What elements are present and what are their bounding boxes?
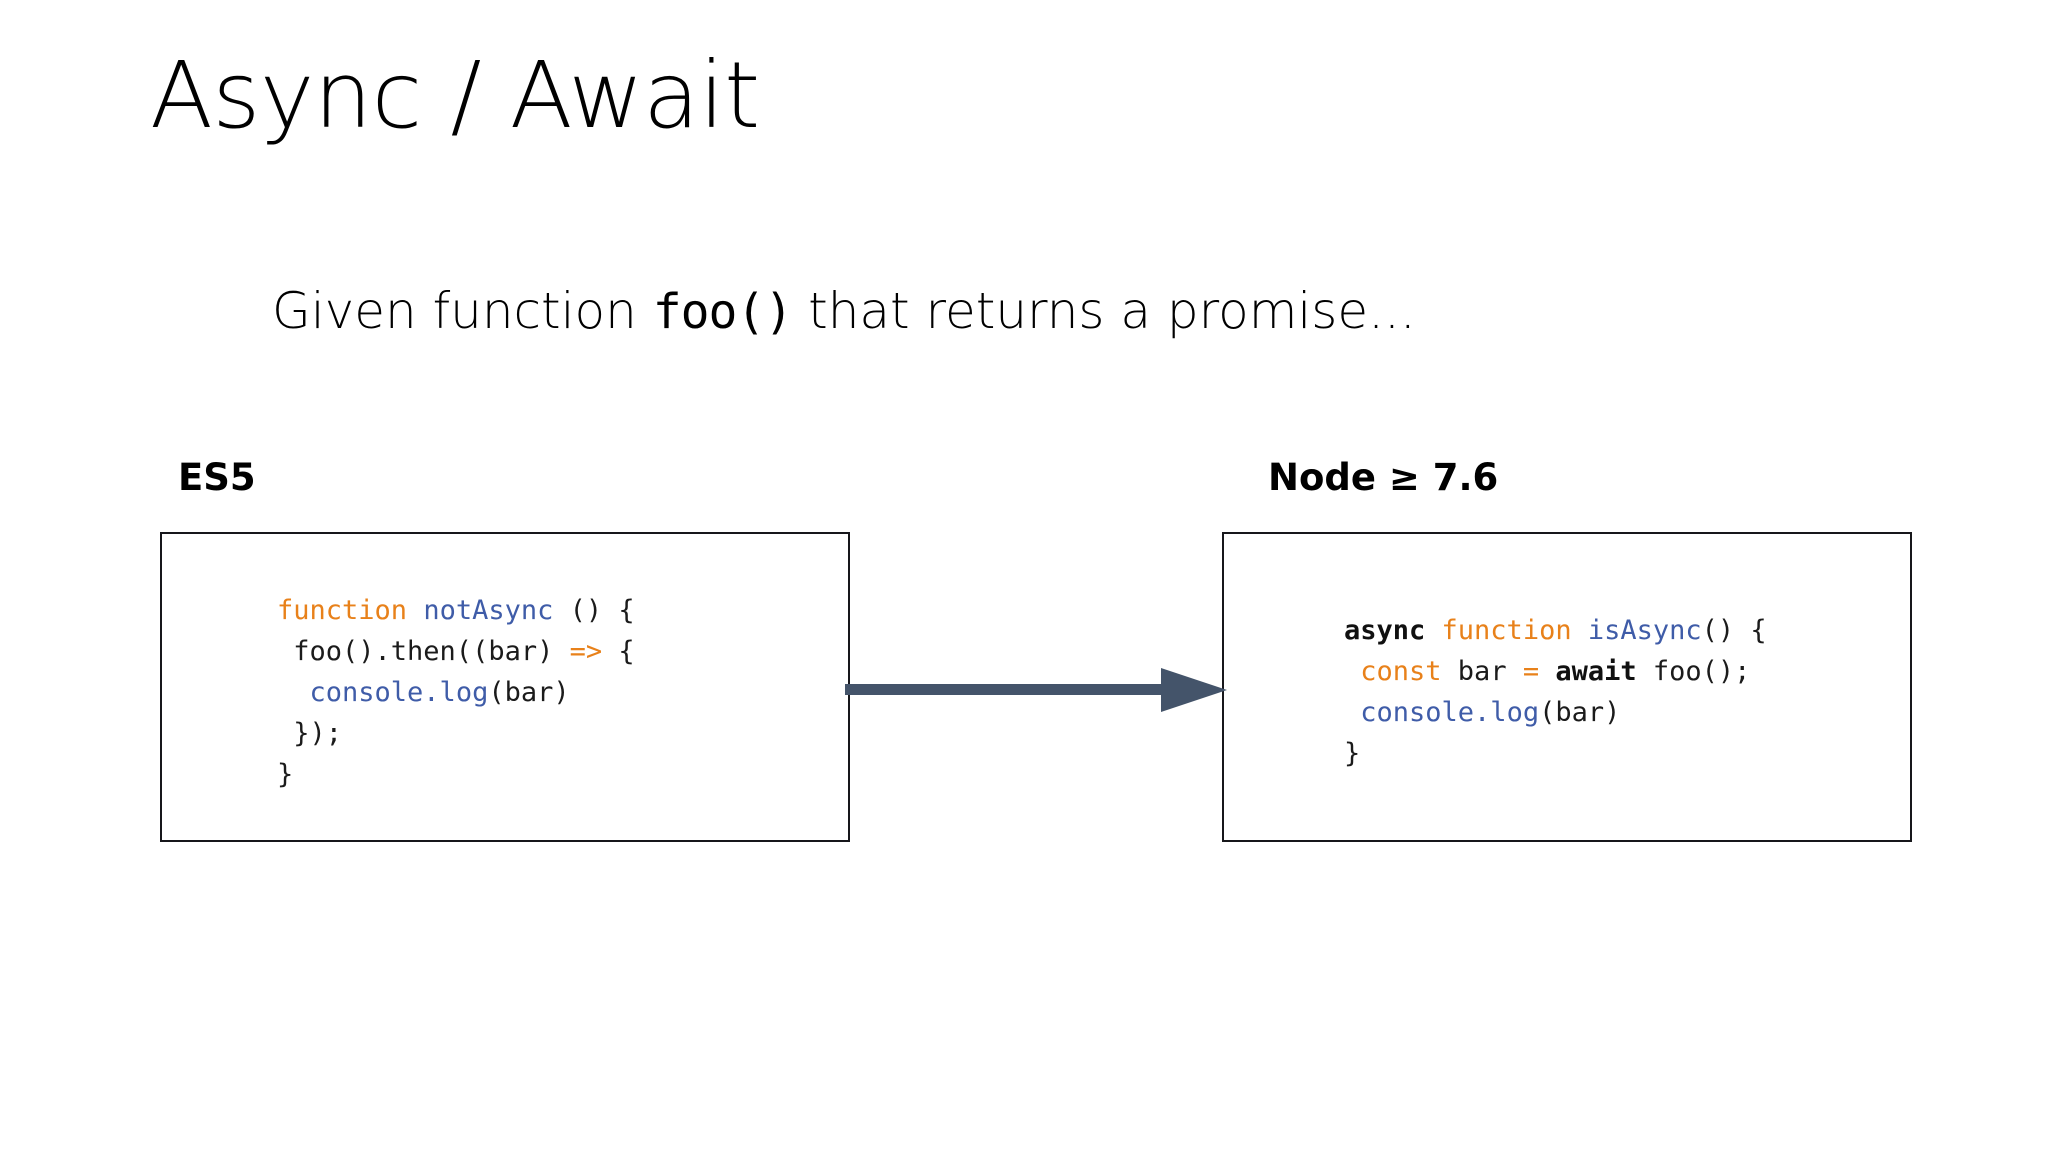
code-token-operator: = bbox=[1522, 656, 1540, 687]
code-line: const bar = await foo(); bbox=[1344, 651, 1767, 692]
arrow-shaft bbox=[845, 684, 1175, 695]
code-token-plain bbox=[1344, 656, 1360, 687]
code-token-operator: => bbox=[569, 636, 603, 667]
code-token-strong: async bbox=[1344, 615, 1426, 646]
subtitle-text-before: Given function bbox=[272, 282, 653, 340]
code-line: function notAsync () { bbox=[277, 590, 635, 631]
arrow-shape bbox=[845, 668, 1227, 712]
code-token-plain: foo(); bbox=[1636, 656, 1751, 687]
code-token-plain: } bbox=[277, 759, 294, 790]
subtitle-text-after: that returns a promise... bbox=[792, 282, 1416, 340]
code-line: } bbox=[277, 754, 635, 795]
code-line: console.log(bar) bbox=[277, 672, 635, 713]
code-token-plain bbox=[1344, 697, 1360, 728]
code-token-function: console.log bbox=[1360, 697, 1540, 728]
code-line: console.log(bar) bbox=[1344, 692, 1767, 733]
column-label-es5: ES5 bbox=[178, 456, 256, 499]
code-token-plain: (bar) bbox=[488, 677, 570, 708]
code-token-keyword: const bbox=[1360, 656, 1442, 687]
code-token-plain bbox=[1539, 656, 1555, 687]
code-block-es5: function notAsync () { foo().then((bar) … bbox=[277, 590, 635, 795]
code-line: foo().then((bar) => { bbox=[277, 631, 635, 672]
code-token-function: console.log bbox=[309, 677, 489, 708]
code-line: async function isAsync() { bbox=[1344, 610, 1767, 651]
code-token-plain: foo().then((bar) bbox=[277, 636, 570, 667]
code-box-es5: function notAsync () { foo().then((bar) … bbox=[160, 532, 850, 842]
flow-arrow-icon bbox=[845, 668, 1227, 712]
code-token-plain: () { bbox=[553, 595, 635, 626]
code-token-strong: await bbox=[1555, 656, 1637, 687]
column-label-node: Node ≥ 7.6 bbox=[1268, 456, 1499, 499]
subtitle-inline-code: foo() bbox=[652, 284, 793, 340]
code-token-function: isAsync bbox=[1587, 615, 1702, 646]
code-line: }); bbox=[277, 713, 635, 754]
code-box-node: async function isAsync() { const bar = a… bbox=[1222, 532, 1912, 842]
code-token-plain: () { bbox=[1701, 615, 1767, 646]
code-token-function: notAsync bbox=[423, 595, 554, 626]
page-title: Async / Await bbox=[150, 42, 760, 149]
code-token-keyword: function bbox=[277, 595, 424, 626]
code-token-plain: }); bbox=[277, 718, 343, 749]
slide-subtitle: Given function foo() that returns a prom… bbox=[272, 283, 1416, 340]
arrow-head bbox=[1161, 668, 1227, 712]
code-token-plain: } bbox=[1344, 738, 1361, 769]
code-token-plain: (bar) bbox=[1539, 697, 1621, 728]
code-token-plain: { bbox=[602, 636, 635, 667]
code-line: } bbox=[1344, 733, 1767, 774]
code-token-keyword: function bbox=[1425, 615, 1588, 646]
code-token-plain: bar bbox=[1441, 656, 1523, 687]
code-block-node: async function isAsync() { const bar = a… bbox=[1344, 610, 1767, 774]
code-token-plain bbox=[277, 677, 310, 708]
